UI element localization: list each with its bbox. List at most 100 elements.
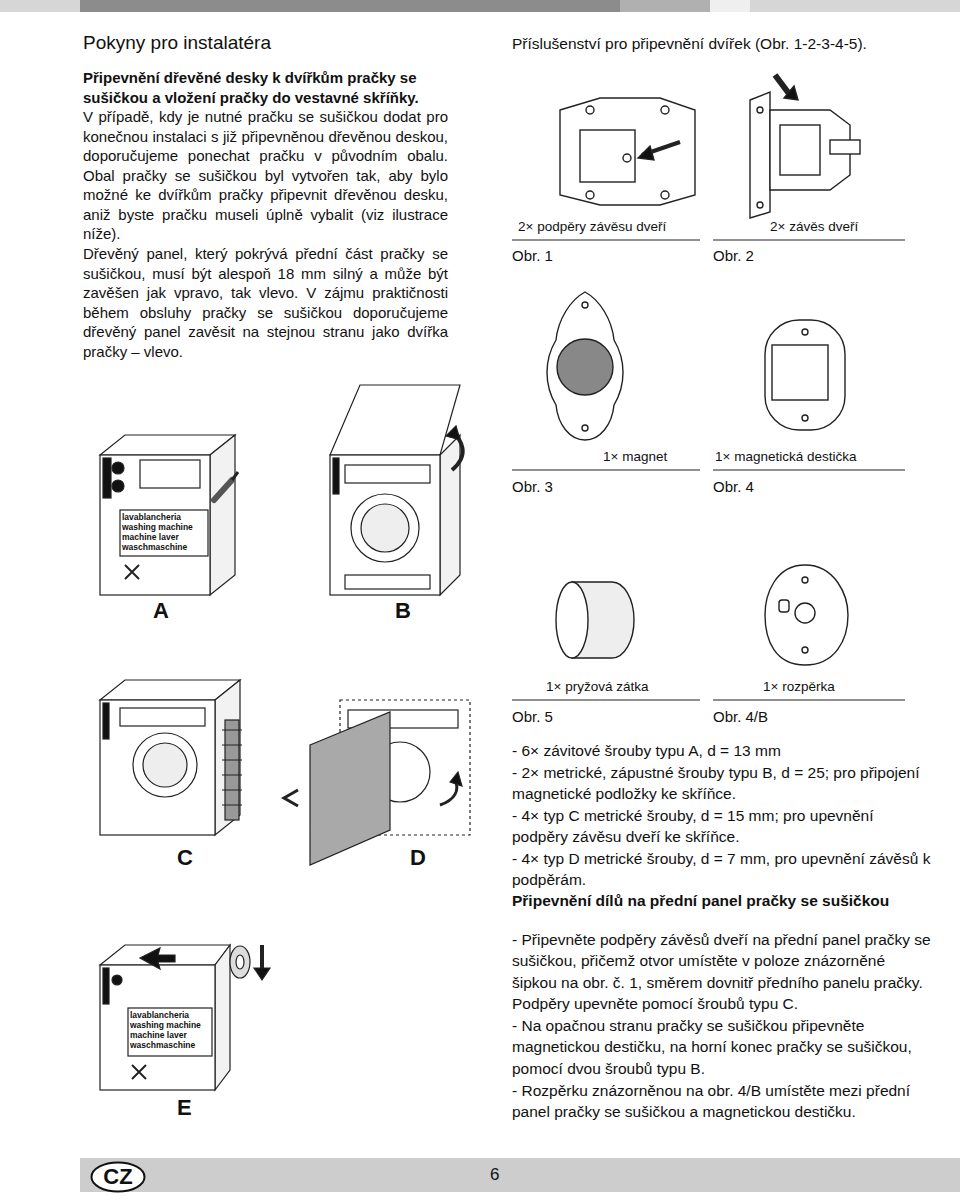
spacer-drawing-part <box>779 600 789 612</box>
body-paragraph: Dřevěný panel, který pokrývá přední část… <box>83 244 448 361</box>
header-bar-part <box>710 0 750 12</box>
repacked-box-illustration-part <box>112 975 122 985</box>
magnet-drawing-part <box>582 425 588 431</box>
header-bar-part <box>80 0 620 12</box>
repacked-box-illustration-part <box>132 1065 146 1079</box>
unfolded-box-illustration-part <box>330 455 440 595</box>
packed-box-illustration-part <box>112 462 124 474</box>
packed-box-illustration-part <box>120 510 208 556</box>
packed-box-illustration <box>100 435 238 595</box>
repacked-box-illustration-part <box>100 965 215 1090</box>
unfolded-box-illustration-part <box>446 426 460 440</box>
header-bar-part <box>620 0 710 12</box>
section-heading: Připevnění dílů na přední panel pračky s… <box>512 890 932 911</box>
figure-number: Obr. 4/B <box>713 707 768 727</box>
packed-box-illustration-part <box>232 472 238 480</box>
parts-list-item: - 4× typ C metrické šrouby, d = 15 mm; p… <box>512 805 932 847</box>
unfolded-box-illustration-part <box>333 458 339 494</box>
packed-box-illustration-part <box>140 460 200 488</box>
box-with-panel-illustration-part <box>143 743 187 787</box>
door-hinge-drawing-part <box>757 202 763 208</box>
spacer-drawing-part <box>765 565 848 665</box>
hinge-support-drawing-part <box>586 191 594 199</box>
unfolded-box-illustration-part <box>361 504 409 552</box>
figure-number: Obr. 3 <box>512 477 553 497</box>
badge-text: CZ <box>103 1164 132 1190</box>
repacked-box-illustration-part <box>230 946 250 978</box>
part-caption: 2× závěs dveří <box>770 218 858 236</box>
unfolded-box-illustration-part <box>330 385 460 455</box>
repacked-box-illustration-part <box>254 968 270 980</box>
magnetic-plate-drawing-part <box>802 329 808 335</box>
header-bar <box>0 0 960 12</box>
door-hinge-drawing-part <box>775 75 790 95</box>
unfolded-box-illustration-part <box>345 465 430 483</box>
packed-box-illustration-part <box>100 455 210 595</box>
figure-number: Obr. 4 <box>713 477 754 497</box>
packed-box-illustration-part <box>214 480 232 500</box>
figure-number: Obr. 2 <box>713 246 754 266</box>
door-hinge-drawing-part <box>830 140 860 154</box>
language-badge: CZ <box>90 1161 146 1193</box>
box-with-panel-illustration-part <box>120 708 205 726</box>
hinge-support-drawing <box>560 98 695 205</box>
parts-list-item: - 6× závitové šrouby typu A, d = 13 mm <box>512 740 932 761</box>
figure-letter: A <box>153 598 169 624</box>
instruction-item: - Připevněte podpěry závěsů dveří na pře… <box>512 929 932 1014</box>
caption-rule-part <box>512 700 700 701</box>
door-hinge-drawing-part <box>750 92 770 218</box>
rubber-plug-drawing <box>556 582 634 658</box>
magnetic-plate-drawing <box>765 320 845 430</box>
figure-letter: C <box>177 845 193 871</box>
spacer-drawing-part <box>802 647 808 653</box>
figure-letter: B <box>395 598 411 624</box>
panel-mounting-illustration-part <box>310 712 390 865</box>
repacked-box-illustration-part <box>260 945 264 971</box>
panel-mounting-illustration-part <box>450 772 462 786</box>
packed-box-illustration-part <box>125 565 139 579</box>
body-paragraph: V případě, kdy je nutné pračku se sušičk… <box>83 107 448 244</box>
hinge-support-drawing-part <box>623 154 631 162</box>
figure-letter: D <box>410 845 426 871</box>
caption-rule-part <box>512 470 700 471</box>
magnetic-plate-drawing-part <box>765 320 845 430</box>
caption-rule-part <box>713 240 905 241</box>
hinge-support-drawing-part <box>580 130 635 182</box>
repacked-box-illustration <box>100 945 270 1090</box>
repacked-box-illustration-part <box>215 945 230 1090</box>
box-print: lavablancheria washing machine machine l… <box>122 512 206 552</box>
instruction-item: - Na opačnou stranu pračky se sušičkou p… <box>512 1015 932 1079</box>
unfolded-box-illustration-part <box>440 435 460 595</box>
box-with-panel-illustration-part <box>215 680 240 835</box>
hinge-support-drawing-part <box>661 191 669 199</box>
hinge-support-drawing-part <box>560 98 695 205</box>
badge-ellipse <box>92 1163 145 1192</box>
hinge-support-drawing-part <box>661 106 669 114</box>
page-title: Pokyny pro instalatéra <box>83 31 271 55</box>
figure-number: Obr. 1 <box>512 246 553 266</box>
panel-mounting-illustration <box>284 700 470 865</box>
spacer-drawing-part <box>802 577 808 583</box>
part-caption: 1× rozpěrka <box>763 678 835 696</box>
unfolded-box-illustration-part <box>351 494 419 562</box>
magnet-drawing-part <box>547 292 623 440</box>
box-with-panel-illustration-part <box>100 700 215 835</box>
magnet-drawing-part <box>557 339 613 395</box>
packed-box-illustration-part <box>210 435 235 595</box>
footer-bar <box>80 1158 960 1192</box>
parts-list-item: - 2× metrické, zápustné šrouby typu B, d… <box>512 762 932 804</box>
panel-mounting-illustration-part <box>284 790 298 806</box>
parts-list-item: - 4× typ D metrické šrouby, d = 7 mm, pr… <box>512 848 932 890</box>
box-with-panel-illustration-part <box>133 733 197 797</box>
hinge-support-drawing-part <box>586 106 594 114</box>
part-caption: 1× magnet <box>603 448 667 466</box>
spacer-drawing <box>765 565 848 665</box>
door-hinge-drawing <box>750 75 860 218</box>
door-hinge-drawing-part <box>784 86 798 100</box>
caption-rule-part <box>512 240 700 241</box>
part-caption: 1× pryžová zátka <box>546 678 648 696</box>
magnet-drawing-part <box>582 302 588 308</box>
box-with-panel-illustration-part <box>103 703 109 739</box>
magnet-drawing <box>547 292 623 440</box>
repacked-box-illustration-part <box>236 955 244 969</box>
